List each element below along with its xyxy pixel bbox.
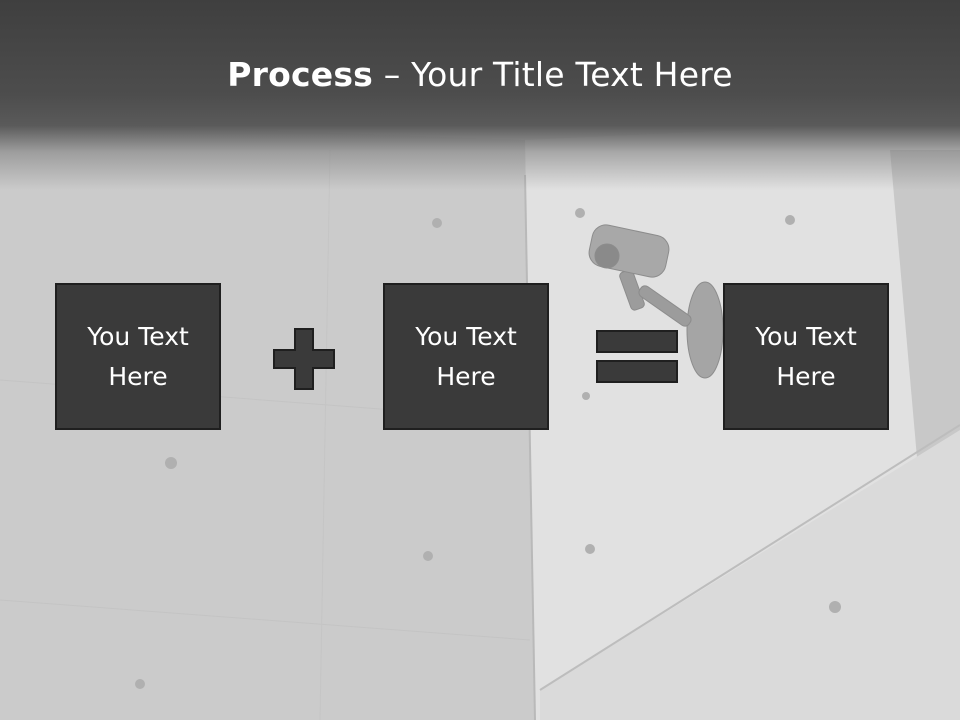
- security-camera-icon: [588, 224, 724, 379]
- title-bold: Process: [227, 55, 374, 94]
- title-band: [0, 0, 960, 190]
- process-box-1-text: You Text Here: [87, 321, 189, 391]
- plus-icon: [273, 328, 335, 390]
- equals-icon: [596, 330, 678, 383]
- process-box-3: You Text Here: [723, 283, 889, 430]
- title-rest: – Your Title Text Here: [373, 55, 733, 94]
- process-box-2-text: You Text Here: [415, 321, 517, 391]
- slide-title: Process – Your Title Text Here: [0, 52, 960, 98]
- process-box-1: You Text Here: [55, 283, 221, 430]
- process-box-3-text: You Text Here: [755, 321, 857, 391]
- process-box-2: You Text Here: [383, 283, 549, 430]
